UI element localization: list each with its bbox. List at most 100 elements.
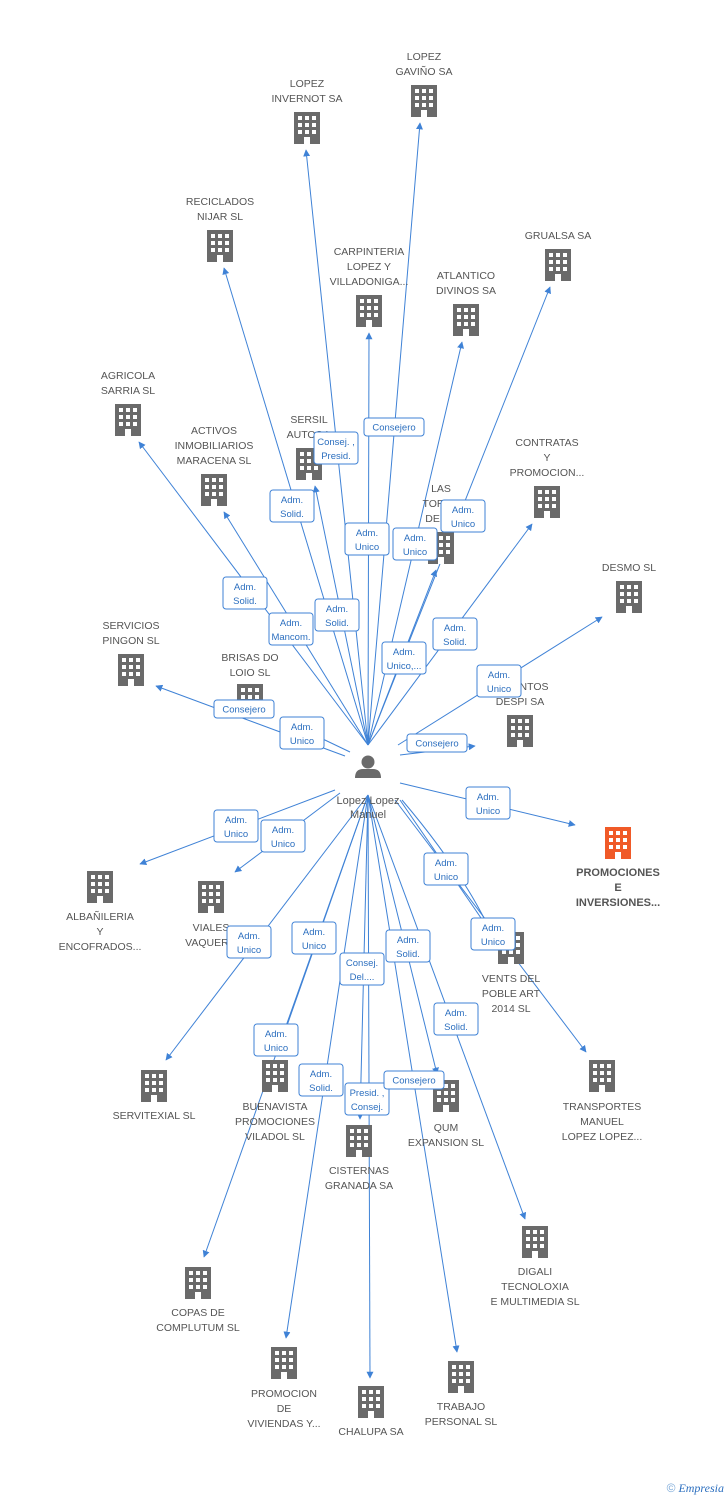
role-badge-r24[interactable]: Consej.Del.... <box>339 952 385 986</box>
role-badge-box <box>253 1023 299 1057</box>
company-label: SERVITEXIAL SL <box>113 1110 196 1122</box>
role-badge-r6[interactable]: Adm.Unico <box>440 499 486 533</box>
company-node-cisternas[interactable]: CISTERNAS GRANADA SA <box>325 1125 393 1192</box>
role-badge-box <box>385 929 431 963</box>
role-badge-box <box>279 716 325 750</box>
company-label: LOPEZ Y <box>347 261 391 273</box>
role-badge-text: Unico <box>476 806 500 817</box>
company-node-desmo[interactable]: DESMO SL <box>602 562 656 613</box>
role-badge-r25[interactable]: Adm.Unico <box>253 1023 299 1057</box>
building-icon <box>522 1226 548 1258</box>
role-badge-r3[interactable]: Adm.Solid. <box>269 489 315 523</box>
building-icon <box>411 85 437 117</box>
role-badge-text: Adm. <box>488 670 510 681</box>
copyright-symbol: © <box>666 1481 676 1495</box>
role-badge-box <box>344 1082 390 1116</box>
role-badge-r7[interactable]: Adm.Solid. <box>222 576 268 610</box>
company-node-promociones-inversiones[interactable]: PROMOCIONESEINVERSIONES... <box>576 827 660 909</box>
role-badge-text: Solid. <box>280 509 304 520</box>
building-icon <box>201 474 227 506</box>
role-badge-box <box>476 664 522 698</box>
company-label: PERSONAL SL <box>425 1416 498 1428</box>
role-badge-r20[interactable]: Adm.Unico <box>226 925 272 959</box>
role-badge-r1[interactable]: Consej. ,Presid. <box>313 431 359 465</box>
company-label: COMPLUTUM SL <box>156 1322 240 1334</box>
building-icon <box>141 1070 167 1102</box>
company-label: PROMOCIONES <box>235 1116 315 1128</box>
role-badge-r19[interactable]: Adm.Unico <box>423 852 469 886</box>
footer-brand[interactable]: © Empresia <box>667 1481 724 1496</box>
role-badge-r18[interactable]: Adm.Unico <box>260 819 306 853</box>
role-badge-r16[interactable]: Adm. Unico <box>465 786 511 820</box>
person-name: Lopez Lopez <box>337 795 400 807</box>
role-badge-box <box>440 499 486 533</box>
building-icon <box>115 404 141 436</box>
company-label: MANUEL <box>580 1116 624 1128</box>
role-badge-r28[interactable]: Presid. ,Consej. <box>344 1082 390 1116</box>
role-badge-r14[interactable]: Adm.Unico <box>279 716 325 750</box>
company-label: GAVIÑO SA <box>396 65 453 78</box>
role-badge-text: Unico <box>290 736 314 747</box>
building-icon <box>545 249 571 281</box>
company-node-chalupa[interactable]: CHALUPA SA <box>338 1386 404 1438</box>
role-badge-r9[interactable]: Adm.Mancom. <box>268 612 314 646</box>
company-label: GRANADA SA <box>325 1180 393 1192</box>
company-label: CONTRATAS <box>515 437 578 449</box>
role-badge-r10[interactable]: Adm.Unico,... <box>381 641 427 675</box>
role-badge-r15[interactable]: Consejero <box>406 733 468 753</box>
role-badge-r12[interactable]: Adm.Unico <box>476 664 522 698</box>
role-badge-r2[interactable]: Consejero <box>363 417 425 437</box>
company-node-albanileria[interactable]: ALBAÑILERIAYENCOFRADOS... <box>59 871 142 953</box>
role-badge-box <box>226 925 272 959</box>
role-badge-text: Adm. <box>477 792 499 803</box>
role-badge-r11[interactable]: Adm.Solid. <box>432 617 478 651</box>
role-badge-box <box>392 527 438 561</box>
role-badge-r5[interactable]: Adm.Unico <box>392 527 438 561</box>
company-label: CISTERNAS <box>329 1165 389 1177</box>
company-label: LOPEZ <box>290 78 325 90</box>
role-badge-r21[interactable]: Adm.Unico <box>291 921 337 955</box>
role-badge-r26[interactable]: Adm.Solid. <box>433 1002 479 1036</box>
role-badge-r29[interactable]: Consejero <box>383 1070 445 1090</box>
company-node-servitexial[interactable]: SERVITEXIAL SL <box>113 1070 196 1122</box>
role-badge-r27[interactable]: Adm.Solid. <box>298 1063 344 1097</box>
role-badge-r8[interactable]: Adm.Solid. <box>314 598 360 632</box>
role-badge-box <box>313 431 359 465</box>
role-badge-text: Adm. <box>356 528 378 539</box>
company-node-gruals[interactable]: GRUALSA SA <box>525 230 592 281</box>
role-badge-r17[interactable]: Adm.Unico <box>213 809 259 843</box>
role-badge-r13[interactable]: Consejero <box>213 699 275 719</box>
role-badge-box <box>344 522 390 556</box>
company-label: SERVICIOS <box>103 620 160 632</box>
company-label: MARACENA SL <box>177 455 252 467</box>
role-badge-text: Adm. <box>234 582 256 593</box>
role-badge-text: Consej. <box>351 1102 383 1113</box>
role-badge-r23[interactable]: Adm.Solid. <box>385 929 431 963</box>
role-badge-text: Adm. <box>280 618 302 629</box>
role-badge-r4[interactable]: Adm.Unico <box>344 522 390 556</box>
role-badge-text: Consejero <box>392 1076 435 1087</box>
role-badge-r22[interactable]: Adm.Unico <box>470 917 516 951</box>
role-badge-text: Adm. <box>225 815 247 826</box>
company-node-contratas[interactable]: CONTRATASYPROMOCION... <box>510 437 585 518</box>
